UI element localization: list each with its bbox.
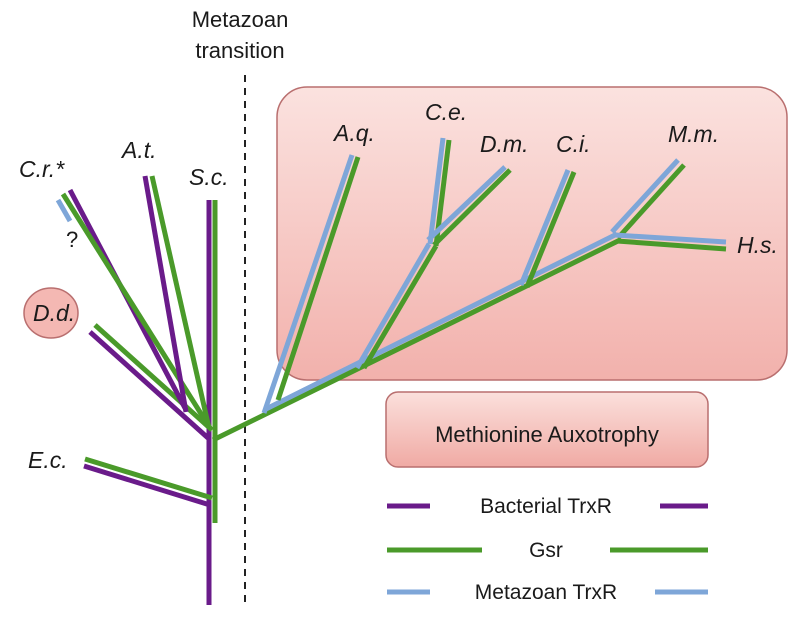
dm-gsr: [432, 168, 512, 247]
species-label-mm: M.m.: [668, 121, 719, 147]
ci-metazoan-trxr: [518, 169, 571, 286]
species-label-ec: E.c.: [28, 447, 68, 473]
aq-gsr: [275, 156, 361, 401]
uncertain-mark: ?: [66, 227, 78, 252]
dd-highlight: [23, 287, 79, 339]
mm-metazoan-trxr: [610, 158, 680, 234]
cedm-stem-gsr: [361, 244, 439, 370]
methionine-auxotrophy-label: Methionine Auxotrophy: [435, 422, 659, 447]
stem-metazoan-trxr: [264, 231, 619, 412]
legend-metazoan-trxr-label: Metazoan TrxR: [475, 581, 617, 604]
species-label-cr: C.r.*: [19, 156, 65, 182]
stem-gsr: [211, 237, 622, 443]
dd-bacterial-trxr: [88, 330, 210, 440]
legend-gsr-label: Gsr: [529, 539, 563, 562]
species-label-ci: C.i.: [556, 131, 591, 157]
at-gsr: [149, 175, 212, 429]
species-label-at: A.t.: [120, 137, 157, 163]
species-label-dd: D.d.: [33, 300, 75, 326]
header-line-1: Metazoan: [192, 7, 289, 32]
mm-gsr: [616, 163, 686, 240]
cr-gsr: [60, 192, 213, 430]
aq-metazoan-trxr: [261, 154, 355, 414]
cr-metazoan-trxr: [55, 198, 73, 223]
cedm-stem-metazoan-trxr: [354, 242, 432, 370]
hs-metazoan-trxr: [614, 232, 727, 245]
species-label-ce: C.e.: [425, 99, 467, 125]
legend: Bacterial TrxR Gsr Metazoan TrxR: [387, 495, 708, 604]
species-label-sc: S.c.: [189, 164, 229, 190]
ec-bacterial-trxr: [83, 463, 211, 508]
dm-metazoan-trxr: [426, 165, 507, 242]
at-bacterial-trxr: [142, 175, 189, 413]
metazoan-region-box: [276, 86, 788, 381]
ce-metazoan-trxr: [427, 137, 446, 245]
dd-gsr: [93, 323, 214, 432]
methionine-auxotrophy-box: [385, 391, 709, 468]
species-label-dm: D.m.: [480, 131, 529, 157]
ec-gsr: [84, 456, 213, 501]
header-line-2: transition: [195, 38, 284, 63]
legend-bacterial-trxr-label: Bacterial TrxR: [480, 495, 612, 518]
species-label-aq: A.q.: [332, 120, 375, 146]
ci-gsr: [524, 171, 577, 288]
species-label-hs: H.s.: [737, 232, 778, 258]
hs-gsr: [616, 238, 727, 252]
